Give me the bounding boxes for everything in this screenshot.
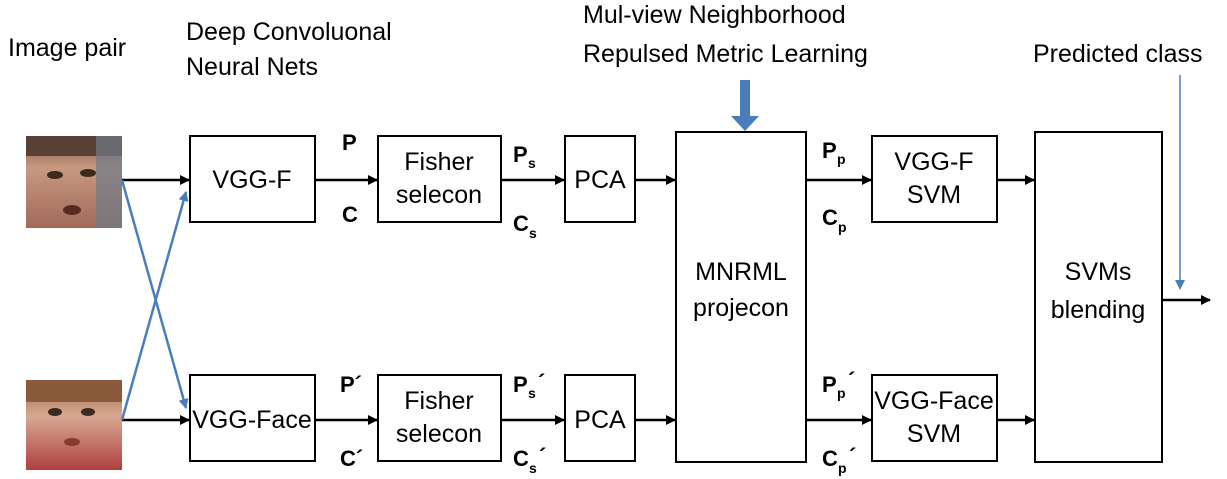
svg-text:p: p: [838, 460, 847, 476]
svms-blending-box: [1034, 131, 1163, 463]
symbol-p-prime: P´: [340, 372, 362, 397]
arrow-bottom-face-to-vggf: [120, 191, 189, 421]
symbol-pp: P p: [822, 138, 846, 167]
svg-text:s: s: [528, 385, 536, 401]
fisher-bottom-line1: Fisher: [404, 387, 473, 415]
symbol-pp-prime: P p ´: [822, 368, 855, 401]
svm-top-line2: SVM: [907, 181, 961, 209]
symbol-cs-prime: C s ´: [513, 444, 546, 476]
symbol-p: P: [342, 130, 357, 155]
svg-text:C: C: [513, 211, 529, 236]
blending-line2: blending: [1051, 296, 1146, 324]
mnrml-input-arrow: [731, 80, 759, 131]
fisher-selection-box-bottom: [377, 374, 502, 462]
dcnn-label-line2: Neural Nets: [186, 53, 318, 81]
svg-text:C: C: [822, 205, 838, 230]
svg-text:p: p: [838, 219, 847, 235]
fisher-top-line1: Fisher: [404, 148, 473, 176]
mnrml-projection-box: [675, 131, 807, 463]
svg-text:C: C: [513, 446, 529, 471]
svg-text:´: ´: [849, 444, 856, 469]
symbol-c: C: [342, 202, 358, 227]
symbol-ps-prime: P s ´: [513, 370, 545, 401]
svg-text:´: ´: [539, 444, 546, 469]
vgg-f-text: VGG-F: [212, 166, 291, 194]
symbol-ps: P s: [513, 142, 536, 171]
symbol-cs: C s: [513, 211, 537, 241]
svg-text:P: P: [822, 138, 837, 163]
svg-text:s: s: [529, 460, 537, 476]
fisher-top-line2: selecon: [396, 181, 482, 209]
vgg-face-box: [189, 374, 316, 462]
vgg-face-text: VGG-Face: [192, 406, 311, 434]
pca-bottom-text: PCA: [574, 406, 626, 434]
mnrml-label-line1: Mul-view Neighborhood: [583, 1, 846, 29]
pca-top-text: PCA: [574, 166, 626, 194]
cross-arrows: [120, 179, 189, 421]
svg-text:P: P: [513, 142, 528, 167]
mnrml-line1: MNRML: [695, 258, 787, 286]
svg-text:P: P: [513, 372, 528, 397]
svg-text:C: C: [822, 446, 838, 471]
symbol-cp: C p: [822, 205, 847, 235]
blending-line1: SVMs: [1065, 258, 1132, 286]
pca-box-top: [564, 135, 636, 223]
face-bottom-icon: [26, 380, 122, 470]
pca-box-bottom: [564, 374, 636, 462]
mnrml-label-line2: Repulsed Metric Learning: [583, 40, 868, 68]
flow-arrows: [122, 175, 1211, 425]
svg-text:p: p: [837, 151, 846, 167]
svg-text:s: s: [529, 225, 537, 241]
svm-bottom-line1: VGG-Face: [874, 387, 993, 415]
svg-text:´: ´: [848, 368, 855, 393]
fisher-selection-box-top: [377, 135, 502, 223]
arrow-top-face-to-vggface: [120, 179, 189, 409]
symbol-c-prime: C´: [340, 446, 363, 471]
image-pair-label: Image pair: [8, 34, 126, 62]
svg-text:s: s: [528, 155, 536, 171]
svm-top-line1: VGG-F: [894, 148, 973, 176]
dcnn-label-line1: Deep Convoluonal: [186, 18, 392, 46]
svg-text:´: ´: [538, 370, 545, 395]
svg-text:p: p: [837, 385, 846, 401]
svg-text:P: P: [822, 372, 837, 397]
mnrml-line2: projecon: [693, 294, 789, 322]
vgg-f-svm-box: [871, 135, 998, 223]
symbol-cp-prime: C p ´: [822, 444, 856, 476]
vgg-face-svm-box: [871, 374, 998, 462]
fisher-bottom-line2: selecon: [396, 420, 482, 448]
face-top-icon: [26, 136, 122, 228]
svm-bottom-line2: SVM: [907, 420, 961, 448]
predicted-class-label: Predicted class: [1033, 40, 1203, 68]
